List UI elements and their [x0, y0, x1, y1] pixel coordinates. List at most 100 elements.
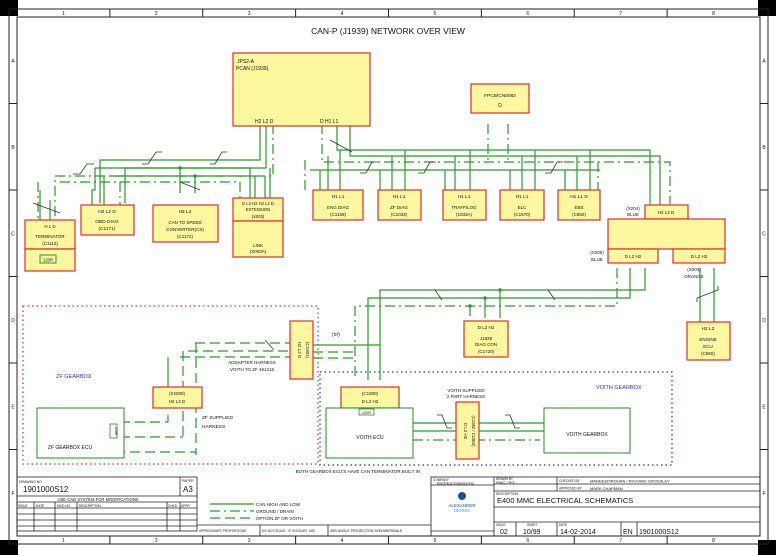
svg-text:MOD NO: MOD NO — [57, 504, 71, 508]
svg-text:BLUE: BLUE — [627, 212, 639, 217]
svg-text:VOITH GEARBOX: VOITH GEARBOX — [596, 385, 642, 391]
obd-diag-module[interactable]: H2 L2 D OBD DIAG (C1171) — [80, 204, 135, 236]
row-marker: C — [762, 231, 766, 237]
svg-text:(C1901): (C1901) — [305, 342, 310, 359]
column-marker: 5 — [434, 538, 437, 544]
svg-text:D L2 H2: D L2 H2 — [463, 423, 468, 440]
svg-text:DRAWN BY: DRAWN BY — [496, 477, 514, 481]
drawing-description: E400 MMC ELECTRICAL SCHEMATICS — [497, 496, 633, 505]
zf-gearbox-ecu[interactable]: 120R ZF GEARBOX ECU — [36, 407, 125, 459]
svg-text:D L2 H2: D L2 H2 — [691, 254, 708, 259]
column-marker: 8 — [712, 538, 715, 544]
svg-text:BOTH GEARBOX ECU'S HAVE CAN TE: BOTH GEARBOX ECU'S HAVE CAN TERMINATOR B… — [296, 469, 420, 474]
x2000-connector[interactable]: (X2000) H2 L2 D — [152, 386, 203, 409]
svg-text:(C1570): (C1570) — [514, 212, 531, 217]
svg-text:(X003A): (X003A) — [250, 249, 267, 254]
svg-text:VOITH TO ZF 481216: VOITH TO ZF 481216 — [230, 367, 275, 372]
svg-text:(X204): (X204) — [626, 206, 640, 211]
svg-text:CHECKED BY: CHECKED BY — [559, 479, 581, 483]
voith-harness-connector[interactable]: D L2 H2 (C1902 / C1903) — [455, 401, 480, 460]
svg-text:ZF DIAG: ZF DIAG — [390, 205, 408, 210]
eng-diag-module[interactable]: H1 L1 ENG DIAG (C1158) — [312, 189, 364, 221]
svg-text:DATE: DATE — [36, 504, 44, 508]
svg-text:H2 L2 D: H2 L2 D — [255, 119, 274, 125]
ebs-module[interactable]: H1 L1 D EBS (C850) — [557, 189, 601, 221]
svg-text:D L2 H2 H2 L2 D: D L2 H2 H2 L2 D — [242, 201, 274, 206]
voith-ecu[interactable]: (C1900) D L2 H2 120R VOITH ECU — [325, 386, 414, 459]
column-marker: 1 — [62, 11, 65, 17]
row-marker: A — [11, 58, 15, 64]
svg-text:H1 L1: H1 L1 — [332, 194, 345, 200]
svg-text:DENNIS: DENNIS — [454, 508, 470, 513]
row-marker: C — [11, 231, 15, 237]
can-hub-connectors[interactable]: H2 L2 D (X204) BLUE D L2 H2 (X205) BLUE … — [590, 204, 726, 279]
svg-text:SHEET: SHEET — [527, 523, 538, 527]
svg-text:D H1 L1: D H1 L1 — [320, 119, 339, 125]
junction-dots — [178, 166, 502, 308]
elc-module[interactable]: H1 L1 ELC (C1570) — [499, 189, 545, 221]
column-marker: 6 — [526, 11, 529, 17]
svg-text:EN: EN — [623, 529, 633, 536]
extension-module[interactable]: D L2 H2 H2 L2 D EXTENSION (X003) LINK (X… — [232, 197, 284, 258]
svg-text:TRAFFILOG: TRAFFILOG — [451, 205, 477, 210]
twist-markers — [32, 139, 719, 429]
j1939-diag-con-module[interactable]: D L2 H2 J1939 DIAG CON (C1720) — [463, 320, 509, 358]
column-marker: 3 — [248, 11, 251, 17]
row-marker: D — [11, 318, 15, 324]
svg-text:H1 L1 D: H1 L1 D — [570, 194, 588, 200]
svg-text:120R: 120R — [43, 258, 53, 263]
diagram-title: CAN-P (J1939) NETWORK OVER VIEW — [311, 26, 465, 36]
svg-text:3RD ANGLE PROJECTION SKELMERS: 3RD ANGLE PROJECTION SKELMERSDALE — [330, 529, 403, 533]
voith-gearbox[interactable]: VOITH GEARBOX — [543, 407, 631, 454]
svg-text:2 PART HARNESS: 2 PART HARNESS — [447, 394, 485, 399]
svg-text:VOITH SUPPLIED: VOITH SUPPLIED — [447, 388, 485, 393]
svg-text:14-02-2014: 14-02-2014 — [560, 529, 596, 536]
svg-text:(1033A): (1033A) — [456, 212, 473, 217]
svg-text:120R: 120R — [114, 427, 118, 436]
svg-text:H2 L2: H2 L2 — [179, 209, 192, 215]
zf-diag-module[interactable]: H1 L1 ZF DIAG (C1033) — [377, 189, 422, 221]
svg-text:1901000S12: 1901000S12 — [639, 529, 679, 536]
c1901-connector[interactable]: H2 L2 D (C1901) — [289, 320, 314, 380]
legend-item: GROUND / DRAIN — [256, 509, 294, 514]
row-marker: E — [762, 404, 766, 410]
column-marker: 3 — [248, 538, 251, 544]
column-marker: 2 — [155, 11, 158, 17]
can-wires — [37, 124, 715, 455]
company-logo-icon — [458, 492, 466, 500]
column-marker: 5 — [434, 11, 437, 17]
engine-ecu-module[interactable]: H2 L2 ENGINE ECU (C860) — [686, 321, 731, 361]
svg-text:J1939: J1939 — [480, 336, 493, 341]
svg-text:A3: A3 — [183, 485, 193, 494]
svg-text:PCAN (J1939): PCAN (J1939) — [236, 66, 269, 72]
svg-text:ECU: ECU — [703, 344, 713, 349]
zf-gearbox-zone — [22, 305, 319, 465]
svg-text:ISSUE: ISSUE — [496, 523, 506, 527]
svg-text:CHKD: CHKD — [168, 504, 178, 508]
svg-text:H2 L2: H2 L2 — [702, 326, 715, 332]
terminator-module[interactable]: H L D TERMINATOR (C1112) 120R — [24, 219, 76, 272]
svg-text:CONVERTER(CS): CONVERTER(CS) — [166, 227, 204, 232]
annotations: (or) ADDAPTER HARNESS VOITH TO ZF 481216… — [56, 332, 642, 474]
column-marker: 2 — [155, 538, 158, 544]
svg-text:HARNESS: HARNESS — [202, 424, 225, 430]
svg-text:VOITH ECU: VOITH ECU — [356, 435, 384, 441]
legend-item: OPTION ZF OR VOITH — [256, 516, 303, 521]
row-marker: B — [762, 145, 766, 151]
pcan-module[interactable]: JPS2-A PCAN (J1939) H2 L2 D D H1 L1 — [232, 52, 371, 127]
svg-text:APPR: APPR — [181, 504, 190, 508]
svg-text:120R: 120R — [362, 411, 371, 415]
can-speed-converter-module[interactable]: H2 L2 CAN TO SPEED CONVERTER(CS) (C1172) — [152, 204, 219, 243]
svg-text:(or): (or) — [332, 332, 340, 338]
legend-item: CAN HIGH AND LOW — [256, 502, 301, 507]
svg-text:EBS: EBS — [574, 205, 583, 210]
svg-text:ZF GEARBOX: ZF GEARBOX — [56, 374, 92, 380]
svg-text:DESCRIPTION: DESCRIPTION — [79, 504, 101, 508]
traffilog-module[interactable]: H1 L1 TRAFFILOG (1033A) — [442, 189, 487, 221]
svg-text:DIAG CON: DIAG CON — [475, 342, 497, 347]
svg-text:ORANGE: ORANGE — [684, 274, 704, 279]
svg-text:DESCRIPTION: DESCRIPTION — [496, 492, 518, 496]
svg-text:02: 02 — [500, 529, 508, 536]
fpcb-module[interactable]: FPCB/CN0082 D — [470, 83, 530, 114]
